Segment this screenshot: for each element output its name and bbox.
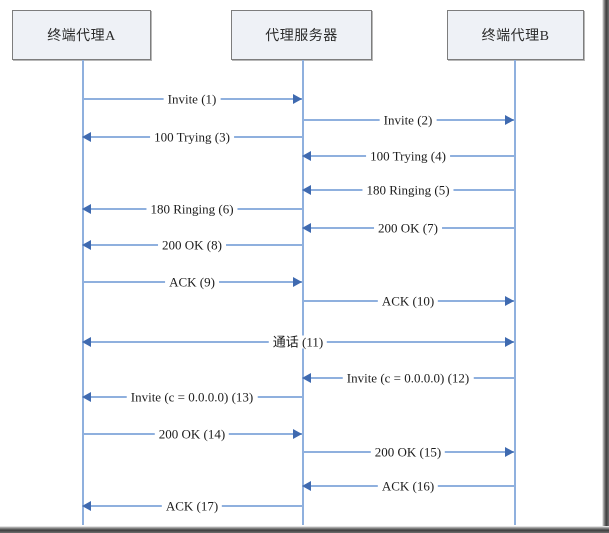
actor-box-ua-b[interactable]: 终端代理B <box>447 10 584 60</box>
message-label-10: ACK (10) <box>377 294 439 308</box>
arrowhead-left-5 <box>302 185 311 195</box>
lifeline-ua-b <box>514 60 516 525</box>
arrowhead-left-17 <box>82 501 91 511</box>
message-label-3: 100 Trying (3) <box>150 130 234 144</box>
message-label-15: 200 OK (15) <box>370 445 446 459</box>
arrowhead-left-12 <box>302 373 311 383</box>
arrowhead-left-13 <box>82 392 91 402</box>
arrowhead-right-2 <box>505 115 514 125</box>
arrowhead-right-14 <box>293 429 302 439</box>
lifeline-proxy <box>302 60 304 525</box>
message-label-16: ACK (16) <box>377 479 439 493</box>
arrowhead-left-7 <box>302 223 311 233</box>
arrowhead-right-15 <box>505 447 514 457</box>
frame-border-bottom <box>0 526 609 533</box>
arrowhead-left-4 <box>302 151 311 161</box>
arrowhead-right-10 <box>505 296 514 306</box>
actor-label-proxy: 代理服务器 <box>265 29 338 44</box>
arrowhead-left-6 <box>82 204 91 214</box>
lifeline-ua-a <box>82 60 84 525</box>
arrowhead-right-9 <box>293 277 302 287</box>
arrowhead-right-11 <box>505 337 514 347</box>
message-label-12: Invite (c = 0.0.0.0) (12) <box>342 371 474 385</box>
message-label-6: 180 Ringing (6) <box>146 202 238 216</box>
message-label-11: 通话 (11) <box>268 335 328 349</box>
message-label-8: 200 OK (8) <box>158 238 226 252</box>
actor-label-ua-a: 终端代理A <box>47 29 116 44</box>
actor-box-proxy[interactable]: 代理服务器 <box>231 10 372 60</box>
arrowhead-left-3 <box>82 132 91 142</box>
actor-label-ua-b: 终端代理B <box>481 29 550 44</box>
message-label-2: Invite (2) <box>379 113 437 127</box>
arrowhead-left-8 <box>82 240 91 250</box>
message-label-13: Invite (c = 0.0.0.0) (13) <box>126 390 258 404</box>
arrowhead-left-11 <box>82 337 91 347</box>
message-label-1: Invite (1) <box>163 92 221 106</box>
actor-box-ua-a[interactable]: 终端代理A <box>12 10 151 60</box>
message-label-5: 180 Ringing (5) <box>362 183 454 197</box>
arrowhead-right-1 <box>293 94 302 104</box>
message-label-9: ACK (9) <box>165 275 219 289</box>
message-label-17: ACK (17) <box>161 499 223 513</box>
arrowhead-left-16 <box>302 481 311 491</box>
frame-border-right <box>602 0 609 533</box>
message-label-14: 200 OK (14) <box>154 427 230 441</box>
message-label-7: 200 OK (7) <box>374 221 442 235</box>
message-label-4: 100 Trying (4) <box>366 149 450 163</box>
